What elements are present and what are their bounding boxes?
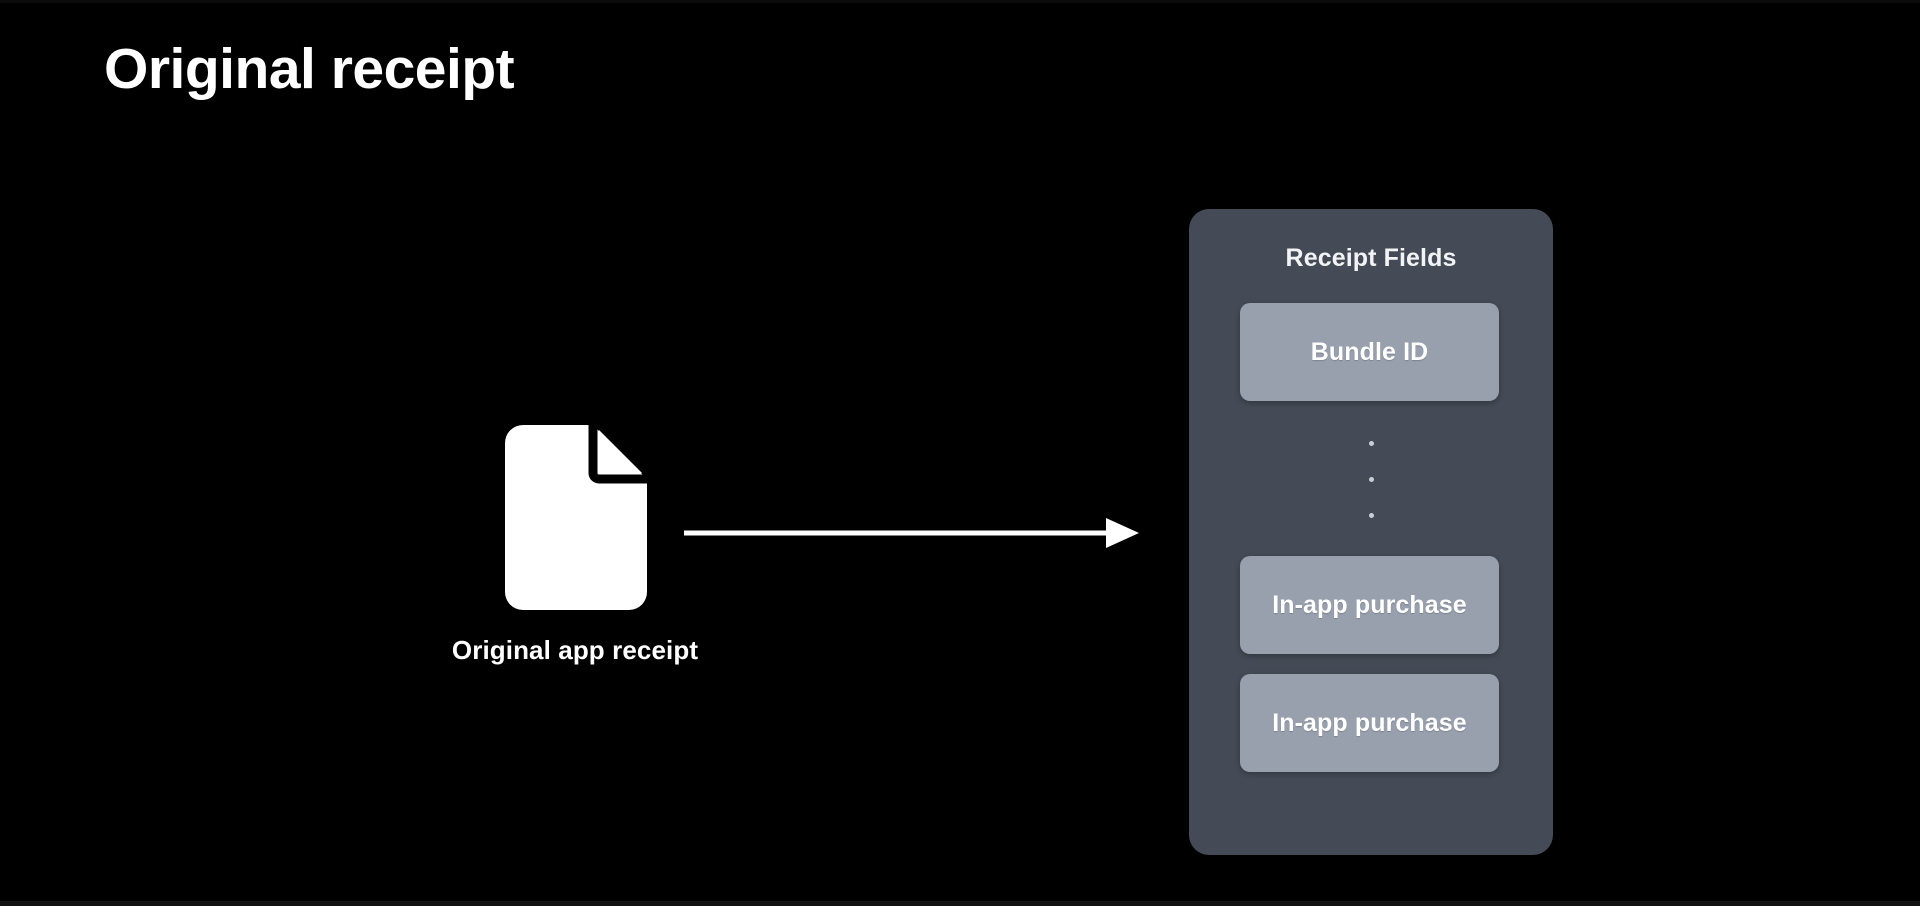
right-arrow-icon <box>684 518 1139 548</box>
receipt-field-in-app-purchase-1[interactable]: In-app purchase <box>1240 556 1499 654</box>
receipt-fields-panel: Receipt Fields Bundle ID In-app purchase… <box>1189 209 1553 855</box>
receipt-field-label: In-app purchase <box>1272 590 1467 619</box>
letterbox-top-bar <box>0 0 1920 3</box>
letterbox-bottom-bar <box>0 901 1920 906</box>
vertical-ellipsis-icon <box>1189 441 1553 518</box>
receipt-caption: Original app receipt <box>451 635 699 665</box>
document-icon <box>505 425 647 610</box>
receipt-field-label: In-app purchase <box>1272 708 1467 737</box>
ellipsis-dot <box>1368 441 1374 446</box>
ellipsis-dot <box>1368 513 1374 518</box>
receipt-field-bundle-id[interactable]: Bundle ID <box>1240 303 1499 401</box>
ellipsis-dot <box>1368 477 1374 482</box>
receipt-field-in-app-purchase-2[interactable]: In-app purchase <box>1240 674 1499 772</box>
original-receipt-group: Original app receipt <box>440 425 710 675</box>
receipt-field-label: Bundle ID <box>1310 337 1429 366</box>
page-title: Original receipt <box>104 37 515 101</box>
receipt-fields-title: Receipt Fields <box>1285 244 1457 272</box>
